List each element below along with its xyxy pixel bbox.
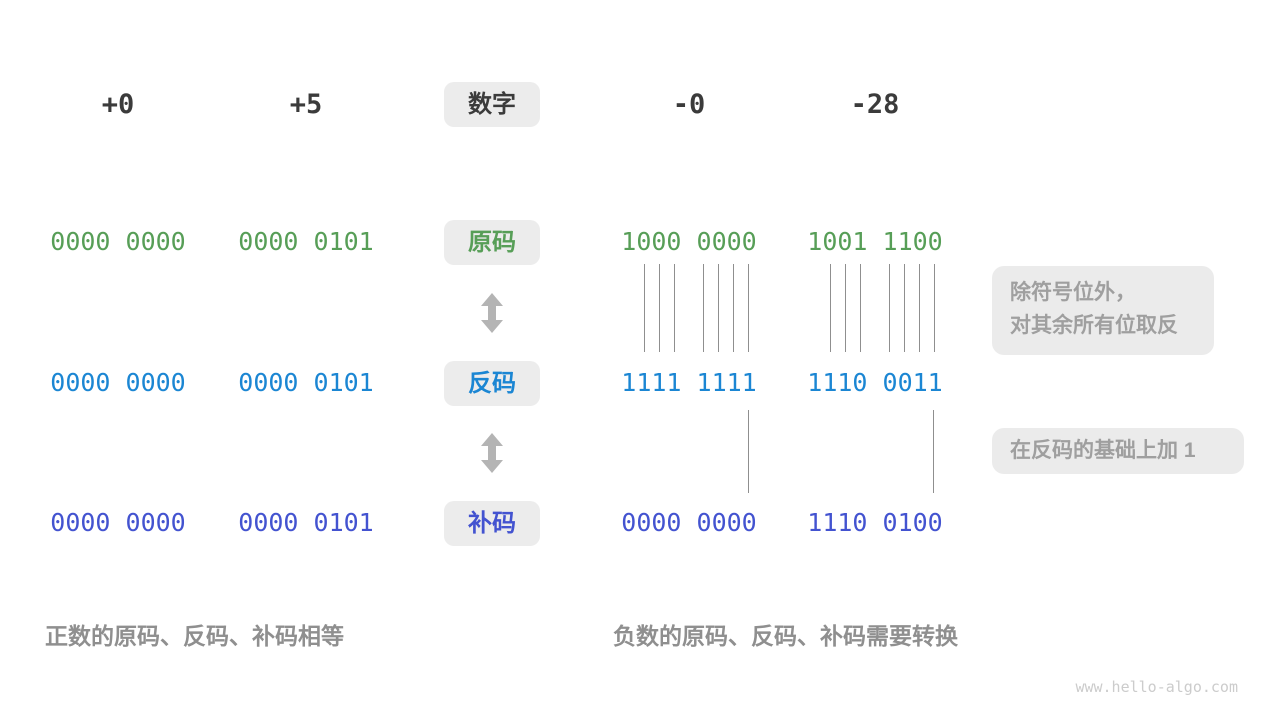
bit-tick-line [674,264,675,352]
number-plus-zero: +0 [101,89,135,120]
bit-tick-line [860,264,861,352]
annotation-line: 对其余所有位取反 [1010,314,1178,337]
bit-tick-line [748,410,749,493]
bit-tick-line [733,264,734,352]
bit-tick-line [703,264,704,352]
double-arrow-icon [480,293,504,333]
label-box-number: 数字 [444,82,540,127]
number-minus-zero: -0 [672,89,706,120]
label-box-sign-magnitude: 原码 [444,220,540,265]
annotation-line: 在反码的基础上加 1 [1010,439,1196,462]
label-box-ones-complement: 反码 [444,361,540,406]
number-minus-28: -28 [850,89,900,120]
caption-negative: 负数的原码、反码、补码需要转换 [613,623,958,649]
bit-tick-line [748,264,749,352]
bit-tick-line [904,264,905,352]
caption-positive: 正数的原码、反码、补码相等 [45,623,344,649]
annotation-invert-bits: 除符号位外， 对其余所有位取反 [992,266,1214,355]
number-plus-five: +5 [289,89,323,120]
label-box-twos-complement: 补码 [444,501,540,546]
annotation-line: 除符号位外， [1010,281,1136,304]
ones-complement-value-plus5: 0000 0101 [238,368,374,397]
bit-tick-line [889,264,890,352]
sign-magnitude-value-minus0: 1000 0000 [621,227,757,256]
sign-magnitude-value-plus5: 0000 0101 [238,227,374,256]
annotation-add-one: 在反码的基础上加 1 [992,428,1244,474]
bit-tick-line [644,264,645,352]
bit-tick-line [718,264,719,352]
bit-tick-line [919,264,920,352]
bit-tick-line [830,264,831,352]
twos-complement-value-minus28: 1110 0100 [807,508,943,537]
sign-magnitude-value-minus28: 1001 1100 [807,227,943,256]
twos-complement-value-minus0: 0000 0000 [621,508,757,537]
ones-complement-value-minus0: 1111 1111 [621,368,757,397]
bit-tick-line [933,410,934,493]
watermark-url: www.hello-algo.com [1075,678,1238,696]
twos-complement-value-plus0: 0000 0000 [50,508,186,537]
double-arrow-icon [480,433,504,473]
bit-tick-line [845,264,846,352]
sign-magnitude-value-plus0: 0000 0000 [50,227,186,256]
ones-complement-value-plus0: 0000 0000 [50,368,186,397]
bit-tick-line [934,264,935,352]
twos-complement-value-plus5: 0000 0101 [238,508,374,537]
bit-tick-line [659,264,660,352]
ones-complement-value-minus28: 1110 0011 [807,368,943,397]
